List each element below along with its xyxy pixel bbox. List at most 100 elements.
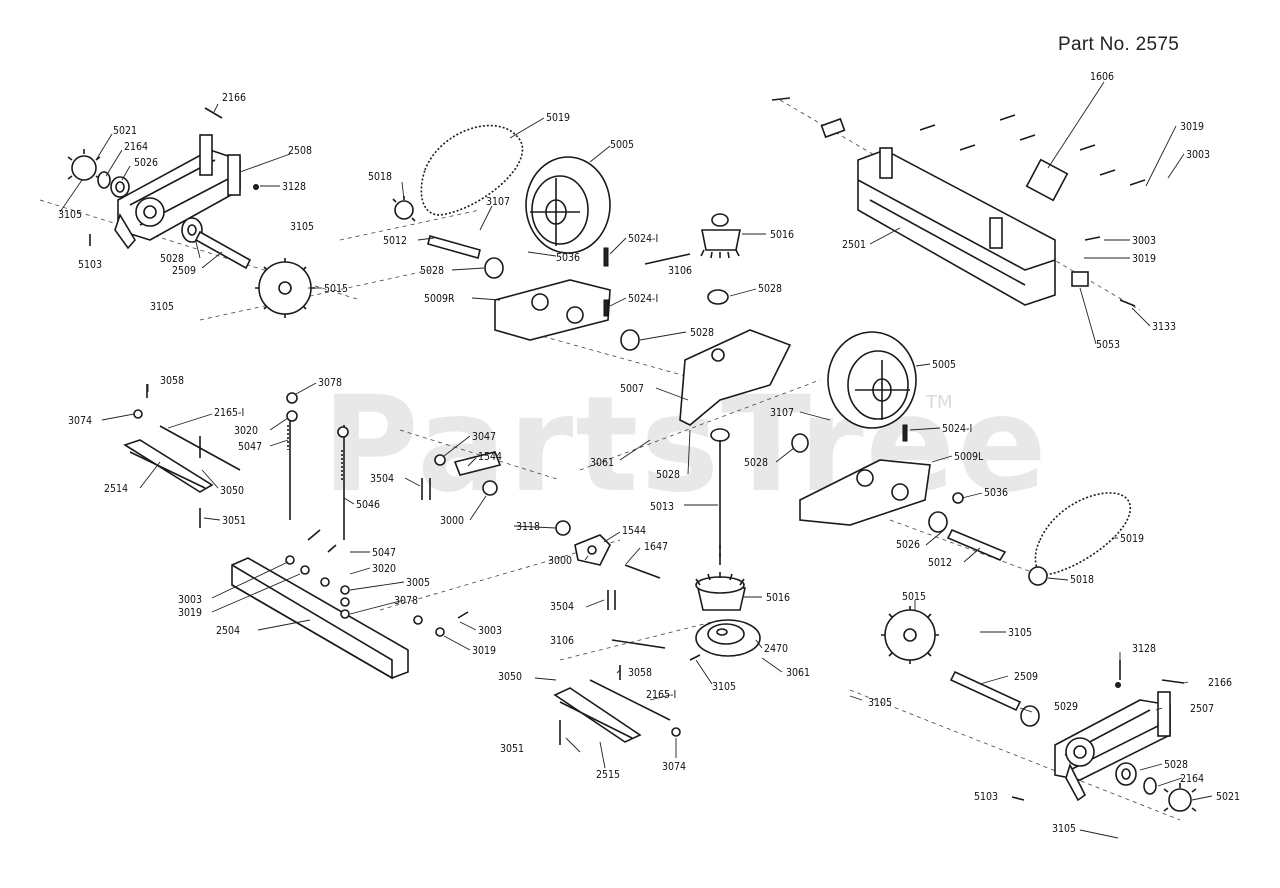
label-3050: 3050 <box>220 485 244 497</box>
label-3020: 3020 <box>234 425 258 437</box>
label-3107: 3107 <box>770 407 794 419</box>
label-2509: 2509 <box>1014 671 1038 683</box>
label-5036: 5036 <box>984 487 1008 499</box>
label-5028: 5028 <box>690 327 714 339</box>
label-5028: 5028 <box>744 457 768 469</box>
label-3051: 3051 <box>500 743 524 755</box>
label-2164: 2164 <box>1180 773 1204 785</box>
label-5019: 5019 <box>546 112 570 124</box>
label-3074: 3074 <box>662 761 686 773</box>
label-3107: 3107 <box>486 196 510 208</box>
part-number-title: Part No. 2575 <box>1058 34 1180 55</box>
label-3003: 3003 <box>478 625 502 637</box>
label-5029: 5029 <box>1054 701 1078 713</box>
label-5046: 5046 <box>356 499 380 511</box>
label-3078: 3078 <box>394 595 418 607</box>
label-5028: 5028 <box>656 469 680 481</box>
label-5007: 5007 <box>620 383 644 395</box>
label-3019: 3019 <box>1180 121 1204 133</box>
label-5047: 5047 <box>372 547 396 559</box>
label-3133: 3133 <box>1152 321 1176 333</box>
label-5018: 5018 <box>1070 574 1094 586</box>
label-5012: 5012 <box>928 557 952 569</box>
label-5021: 5021 <box>113 125 137 137</box>
label-5018: 5018 <box>368 171 392 183</box>
label-5024-1: 5024-I <box>628 293 658 305</box>
label-5016: 5016 <box>770 229 794 241</box>
label-1544: 1544 <box>478 451 502 463</box>
label-2470: 2470 <box>764 643 788 655</box>
label-5103: 5103 <box>974 791 998 803</box>
label-2504: 2504 <box>216 625 240 637</box>
upper-center-parts <box>392 196 741 351</box>
label-2166: 2166 <box>222 92 246 104</box>
label-3078: 3078 <box>318 377 342 389</box>
label-5005: 5005 <box>932 359 956 371</box>
label-3003: 3003 <box>1186 149 1210 161</box>
label-5028: 5028 <box>758 283 782 295</box>
label-3019: 3019 <box>472 645 496 657</box>
label-5047: 5047 <box>238 441 262 453</box>
label-1544: 1544 <box>622 525 646 537</box>
lower-rail-parts <box>553 665 681 745</box>
label-5013: 5013 <box>650 501 674 513</box>
label-3106: 3106 <box>550 635 574 647</box>
label-5019: 5019 <box>1120 533 1144 545</box>
label-5005: 5005 <box>610 139 634 151</box>
label-5053: 5053 <box>1096 339 1120 351</box>
label-5028: 5028 <box>1164 759 1188 771</box>
label-3058: 3058 <box>160 375 184 387</box>
label-3003: 3003 <box>178 594 202 606</box>
drive-wheel-lower <box>827 331 917 429</box>
leader-lines <box>59 81 1213 839</box>
drive-wheel-upper <box>525 156 611 254</box>
label-3128: 3128 <box>1132 643 1156 655</box>
label-3106: 3106 <box>668 265 692 277</box>
label-1647: 1647 <box>644 541 668 553</box>
center-arm <box>679 329 809 565</box>
label-3105: 3105 <box>712 681 736 693</box>
label-3118: 3118 <box>516 521 540 533</box>
label-3019: 3019 <box>178 607 202 619</box>
label-2165-1: 2165-I <box>646 689 676 701</box>
label-2166: 2166 <box>1208 677 1232 689</box>
label-5016: 5016 <box>766 592 790 604</box>
label-5021: 5021 <box>1216 791 1240 803</box>
label-2165-1: 2165-I <box>214 407 244 419</box>
label-5009L: 5009L <box>954 451 984 463</box>
label-3105: 3105 <box>290 221 314 233</box>
label-5024-1: 5024-I <box>628 233 658 245</box>
rear-frame <box>771 97 1146 307</box>
label-3005: 3005 <box>406 577 430 589</box>
label-5028: 5028 <box>420 265 444 277</box>
label-3105: 3105 <box>150 301 174 313</box>
label-2509: 2509 <box>172 265 196 277</box>
left-rail-parts <box>123 384 241 528</box>
center-linkage <box>286 392 571 540</box>
right-wheel-support <box>881 606 1197 812</box>
label-3074: 3074 <box>68 415 92 427</box>
label-3504: 3504 <box>550 601 574 613</box>
label-3047: 3047 <box>472 431 496 443</box>
label-5026: 5026 <box>134 157 158 169</box>
label-3105: 3105 <box>1052 823 1076 835</box>
label-3105: 3105 <box>1008 627 1032 639</box>
label-5009R: 5009R <box>424 293 455 305</box>
label-5012: 5012 <box>383 235 407 247</box>
label-2164: 2164 <box>124 141 148 153</box>
label-1606: 1606 <box>1090 71 1114 83</box>
label-3105: 3105 <box>58 209 82 221</box>
label-3061: 3061 <box>786 667 810 679</box>
label-2507: 2507 <box>1190 703 1214 715</box>
label-3058: 3058 <box>628 667 652 679</box>
label-3061: 3061 <box>590 457 614 469</box>
label-2514: 2514 <box>104 483 128 495</box>
label-3051: 3051 <box>222 515 246 527</box>
label-3050: 3050 <box>498 671 522 683</box>
label-5015: 5015 <box>902 591 926 603</box>
label-3128: 3128 <box>282 181 306 193</box>
label-3020: 3020 <box>372 563 396 575</box>
label-3105: 3105 <box>868 697 892 709</box>
part-labels: 2166 5021 2164 5026 2508 3128 3105 5103 … <box>58 71 1240 835</box>
